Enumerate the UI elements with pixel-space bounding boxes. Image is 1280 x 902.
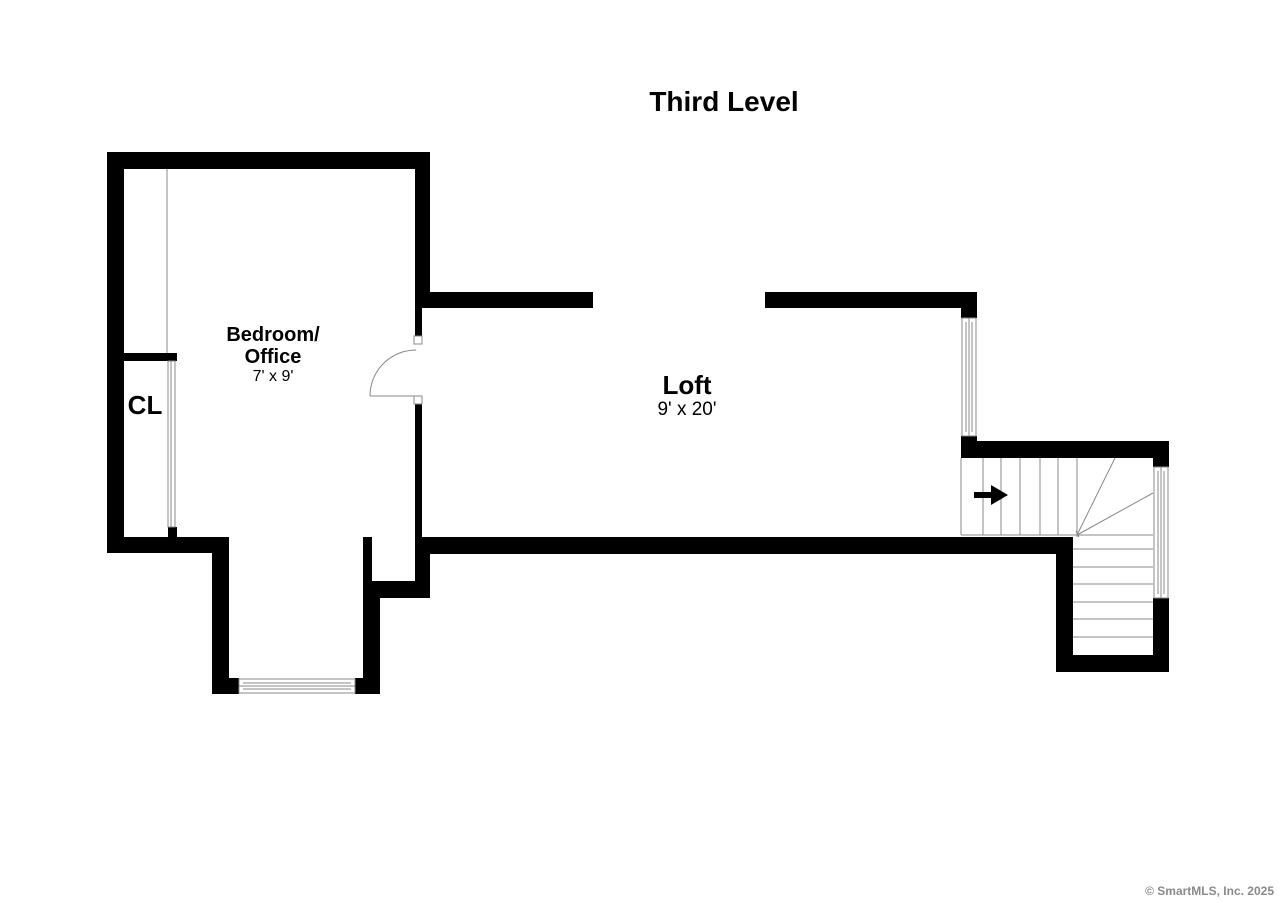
walls — [107, 152, 1169, 694]
room-name-closet: CL — [127, 390, 163, 420]
room-name-bedroom-line1: Bedroom/ — [226, 324, 320, 346]
wall-door-jamb-upper — [415, 307, 422, 336]
wall-stair-top — [961, 441, 1169, 458]
wall-bay-right — [363, 581, 380, 694]
copyright-notice: © SmartMLS, Inc. 2025 — [1145, 884, 1274, 898]
wall-door-jamb-lower — [415, 404, 422, 537]
room-label-closet: CL — [128, 391, 163, 420]
wall-bay-step — [363, 581, 430, 598]
room-name-bedroom-line2: Office — [244, 346, 302, 368]
room-label-bedroom: Bedroom/ Office 7' x 9' — [226, 324, 319, 386]
wall-bedroom-right-upper — [415, 152, 430, 307]
wall-bay-left — [212, 537, 229, 694]
room-dimensions-loft: 9' x 20' — [657, 398, 717, 420]
wall-stair-bottom — [1056, 655, 1169, 672]
level-title: Third Level — [649, 86, 799, 117]
wall-bedroom-bottom-left — [107, 537, 229, 553]
fixtures — [166, 169, 1169, 694]
wall-stair-left — [1056, 537, 1073, 672]
wall-loft-right-upper — [961, 292, 977, 318]
door-swing-arc — [369, 349, 417, 397]
wall-loft-top-left — [415, 292, 593, 308]
wall-bedroom-left — [107, 152, 124, 553]
wall-loft-top-right — [765, 292, 977, 308]
room-dimensions-bedroom: 7' x 9' — [252, 368, 294, 385]
wall-bay-stub — [363, 537, 372, 581]
wall-stair-right-lower — [1153, 598, 1169, 672]
room-label-loft: Loft 9' x 20' — [657, 371, 716, 420]
wall-closet-top — [124, 353, 177, 361]
wall-closet-bottom-stub — [168, 527, 177, 537]
room-name-loft: Loft — [662, 370, 712, 400]
wall-bay-bottom-left — [212, 678, 239, 694]
wall-stair-right-upper — [1153, 441, 1169, 467]
wall-loft-bottom — [415, 537, 1058, 554]
stair-direction-arrow-icon — [974, 485, 1008, 505]
wall-bedroom-top — [107, 152, 430, 169]
